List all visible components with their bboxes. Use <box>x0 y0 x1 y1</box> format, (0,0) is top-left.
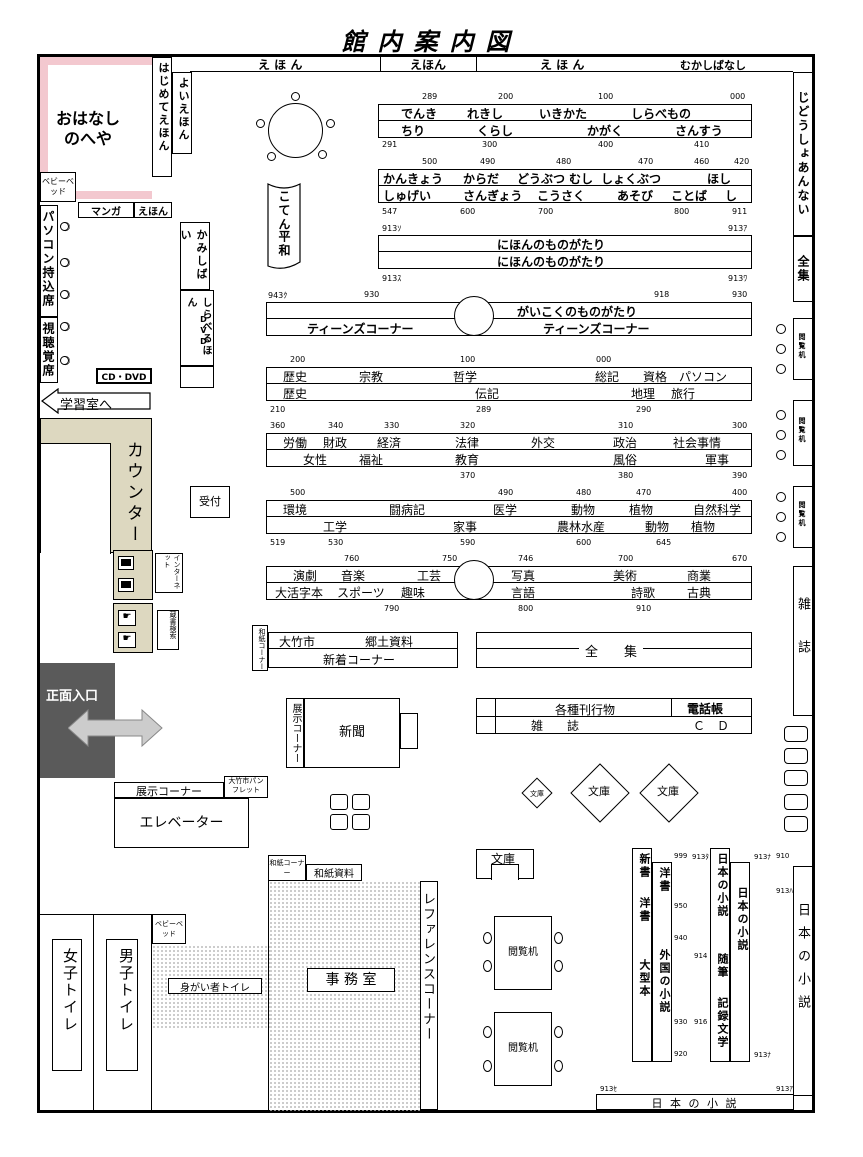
children-guide: じどうしょあんない <box>793 72 813 236</box>
office-label: 事 務 室 <box>307 968 395 992</box>
catalog-search-label: 蔵書検索 <box>157 610 179 650</box>
periodicals: 各種刊行物 <box>555 703 616 717</box>
computer-icon <box>118 578 134 592</box>
dvd-label: DVD <box>199 315 208 348</box>
entrance-arrow-icon <box>67 708 163 748</box>
first-picture-books: はじめてえほん <box>152 57 172 177</box>
story-room-label-1: おはなし <box>56 109 121 128</box>
reading-desk-1[interactable]: 閲覧机 <box>793 318 813 380</box>
shelf-f: 360 340 330 320 310 300 労働 財政 経済 法律 外交 政… <box>266 421 752 483</box>
shelf-h: 760 750 746 700 670 演劇 音楽 工芸 写真 美術 商業 大活… <box>266 554 752 616</box>
top-wall-shelf: え ほ ん えほん え ほ ん むかしばなし <box>190 54 793 72</box>
cd-dvd-shelf: CD・DVD <box>96 368 152 384</box>
magazine-center: 雑 誌 <box>531 719 580 733</box>
baby-bed-top: ベビーベッド <box>40 172 76 202</box>
newspaper-stand: 新聞 <box>304 698 400 768</box>
periodicals-shelf: 各種刊行物 電話帳 雑 誌 Ｃ Ｄ <box>476 698 752 734</box>
koten-banner: こてん 平和 <box>262 180 306 275</box>
picture-books-1: え ほ ん <box>258 58 303 72</box>
japanese-novel-bottom: 日 本 の 小 説 <box>596 1094 794 1110</box>
kamishibai: かみしばい <box>179 222 210 290</box>
japanese-novel-right: 日本の小説 <box>793 866 813 1096</box>
counter: カウンター <box>40 418 152 554</box>
picture-books-3: え ほ ん <box>540 58 585 72</box>
women-toilet-label: 女子トイレ <box>52 939 82 1071</box>
office-area <box>268 881 420 1111</box>
exhibit-corner-vertical: 展示コーナー <box>286 698 304 768</box>
shelf-e: 200 100 000 歴史 宗教 哲学 総記 資格 パソコン 歴史 伝記 地理… <box>266 355 752 415</box>
small-cabinet <box>180 366 214 388</box>
heiwa-label: 平和 <box>277 230 291 258</box>
shinsho-yosho-column: 新書 洋書 大型本 <box>632 848 652 1062</box>
reading-desk-center-1[interactable]: 閲覧机 <box>494 916 552 990</box>
research-books: しらべるほん <box>185 297 211 357</box>
exhibit-corner-bottom: 展示コーナー <box>114 782 224 798</box>
internet-terminals[interactable] <box>113 550 153 600</box>
phonebook: 電話帳 <box>687 702 724 716</box>
shelf-c: 913ｿ 913ｱ にほんのものがたり にほんのものがたり 913ｽ 913ﾜ <box>378 223 752 283</box>
cd-center: Ｃ Ｄ <box>693 719 730 733</box>
story-room-label-2: のへや <box>64 129 113 148</box>
reading-desk-3[interactable]: 閲覧机 <box>793 486 813 548</box>
otake-city: 大竹市 <box>279 635 316 649</box>
reading-desk-2[interactable]: 閲覧机 <box>793 400 813 466</box>
bunko-label-2: 文庫 <box>657 785 679 798</box>
magazine-right: 雑誌 <box>793 566 813 716</box>
floor-frame <box>37 54 815 1113</box>
women-toilet[interactable]: 女子トイレ <box>40 914 94 1110</box>
reception-desk: 受付 <box>190 486 230 518</box>
shelf-g: 500 490 480 470 400 環境 闘病記 医学 動物 植物 自然科学… <box>266 488 752 550</box>
av-seat-area: 視聴覚席 <box>40 317 58 383</box>
elevator[interactable]: エレベーター <box>114 798 249 848</box>
washi-materials: 和紙資料 <box>306 864 362 881</box>
entrance-label: 正面入口 <box>46 689 99 704</box>
research-books-shelf: しらべるほん DVD <box>180 290 214 366</box>
computer-icon <box>118 556 134 570</box>
washi-corner-top: 和紙コーナー <box>252 625 268 671</box>
novel-shelves: 新書 洋書 大型本 洋書 外国の小説 日本の小説 随筆 記録文学 日本の小説 9… <box>632 848 756 1062</box>
zenshu-center-shelf: 全 集 <box>476 632 752 668</box>
round-table <box>268 103 323 158</box>
bunko-small-label: 文庫 <box>530 790 544 798</box>
washi-corner-bottom: 和紙コーナー <box>268 855 306 881</box>
old-tales: むかしばなし <box>680 59 746 72</box>
bunko-label-1: 文庫 <box>588 785 610 798</box>
pointer-icon: ☛ <box>118 610 136 626</box>
koten-label: こてん <box>277 190 291 232</box>
zenshu-center-label: 全 集 <box>579 641 644 660</box>
reference-corner: レファレンスコーナー <box>420 881 438 1110</box>
shelf-b: 500 490 480 470 460 420 かんきょう からだ どうぶつ む… <box>378 157 752 217</box>
counter-label: カウンター <box>123 441 143 546</box>
zenshu-right: 全集 <box>793 236 813 302</box>
picture-books-2: えほん <box>410 58 447 72</box>
shelf-a: 289 200 100 000 でんき れきし いきかた しらべもの ちり くら… <box>378 92 752 152</box>
shelf-d-teens: 943ｸ 930 918 930 がいこくのものがたり ティーンズコーナー ティ… <box>266 290 752 340</box>
pointer-icon: ☛ <box>118 632 136 648</box>
newspaper-rack <box>400 713 418 749</box>
catalog-terminals[interactable]: ☛ ☛ <box>113 603 153 653</box>
pc-seat-area: パソコン持込席 <box>40 205 58 317</box>
picture-books-small: えほん <box>134 202 172 218</box>
study-room-arrow[interactable]: 学習室へ <box>40 388 152 414</box>
bunko-shelf: 文庫 <box>476 849 534 880</box>
men-toilet[interactable]: 男子トイレ <box>94 914 152 1110</box>
study-room-label: 学習室へ <box>60 398 113 413</box>
internet-label: インターネット <box>155 553 183 593</box>
page-title: 館内案内図 <box>341 28 522 56</box>
baby-bed-bottom: ベビーベッド <box>152 914 186 944</box>
manga-shelf: マンガ <box>78 202 134 218</box>
reading-desk-center-2[interactable]: 閲覧机 <box>494 1012 552 1086</box>
accessible-toilet[interactable]: 身がい者トイレ <box>168 978 262 994</box>
jp-novel-mid-column: 日本の小説 <box>730 862 750 1062</box>
otake-pamphlet: 大竹市パンフレット <box>224 776 268 798</box>
local-materials: 郷土資料 <box>365 635 414 649</box>
jp-novel-left-column: 日本の小説 随筆 記録文学 <box>710 848 730 1062</box>
local-materials-shelf: 大竹市 郷土資料 新着コーナー <box>268 632 458 668</box>
good-picture-books: よいえほん <box>172 72 192 154</box>
foreign-novel-column: 洋書 外国の小説 <box>652 862 672 1062</box>
new-arrivals: 新着コーナー <box>323 653 396 667</box>
men-toilet-label: 男子トイレ <box>106 939 138 1071</box>
